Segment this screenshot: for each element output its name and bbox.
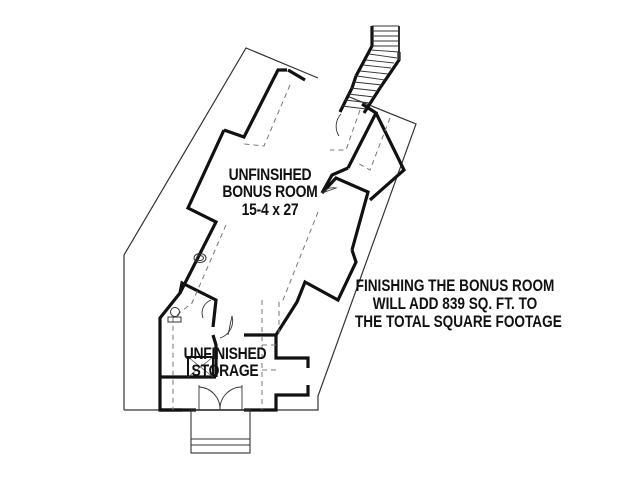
- bonus-room-name-line2: BONUS ROOM: [222, 182, 318, 202]
- bonus-room-label: UNFINSIHED BONUS ROOM 15-4 x 27: [213, 166, 328, 218]
- walls: [158, 26, 406, 412]
- storage-label: UNFINISHED STORAGE: [172, 345, 279, 380]
- storage-name-line1: UNFINISHED: [183, 344, 267, 363]
- toilet-icon: [193, 253, 207, 263]
- exterior-steps-icon: [190, 409, 251, 454]
- note-line-1: FINISHING THE BONUS ROOM: [355, 276, 555, 295]
- door-swings: [201, 113, 342, 339]
- double-doors-icon: [196, 385, 244, 411]
- shower-icon: [187, 356, 214, 378]
- note-line-3: THE TOTAL SQUARE FOOTAGE: [355, 311, 562, 331]
- knee-wall-lines: [172, 84, 391, 410]
- note-line-2: WILL ADD 839 SQ. FT. TO: [372, 293, 538, 313]
- stair-icon: [341, 25, 400, 110]
- storage-name-line2: STORAGE: [191, 361, 259, 381]
- sink-icon: [167, 307, 182, 323]
- square-footage-note: FINISHING THE BONUS ROOM WILL ADD 839 SQ…: [355, 276, 562, 331]
- bonus-room-dimensions: 15-4 x 27: [241, 199, 299, 219]
- bonus-room-name-line1: UNFINSIHED: [228, 165, 312, 184]
